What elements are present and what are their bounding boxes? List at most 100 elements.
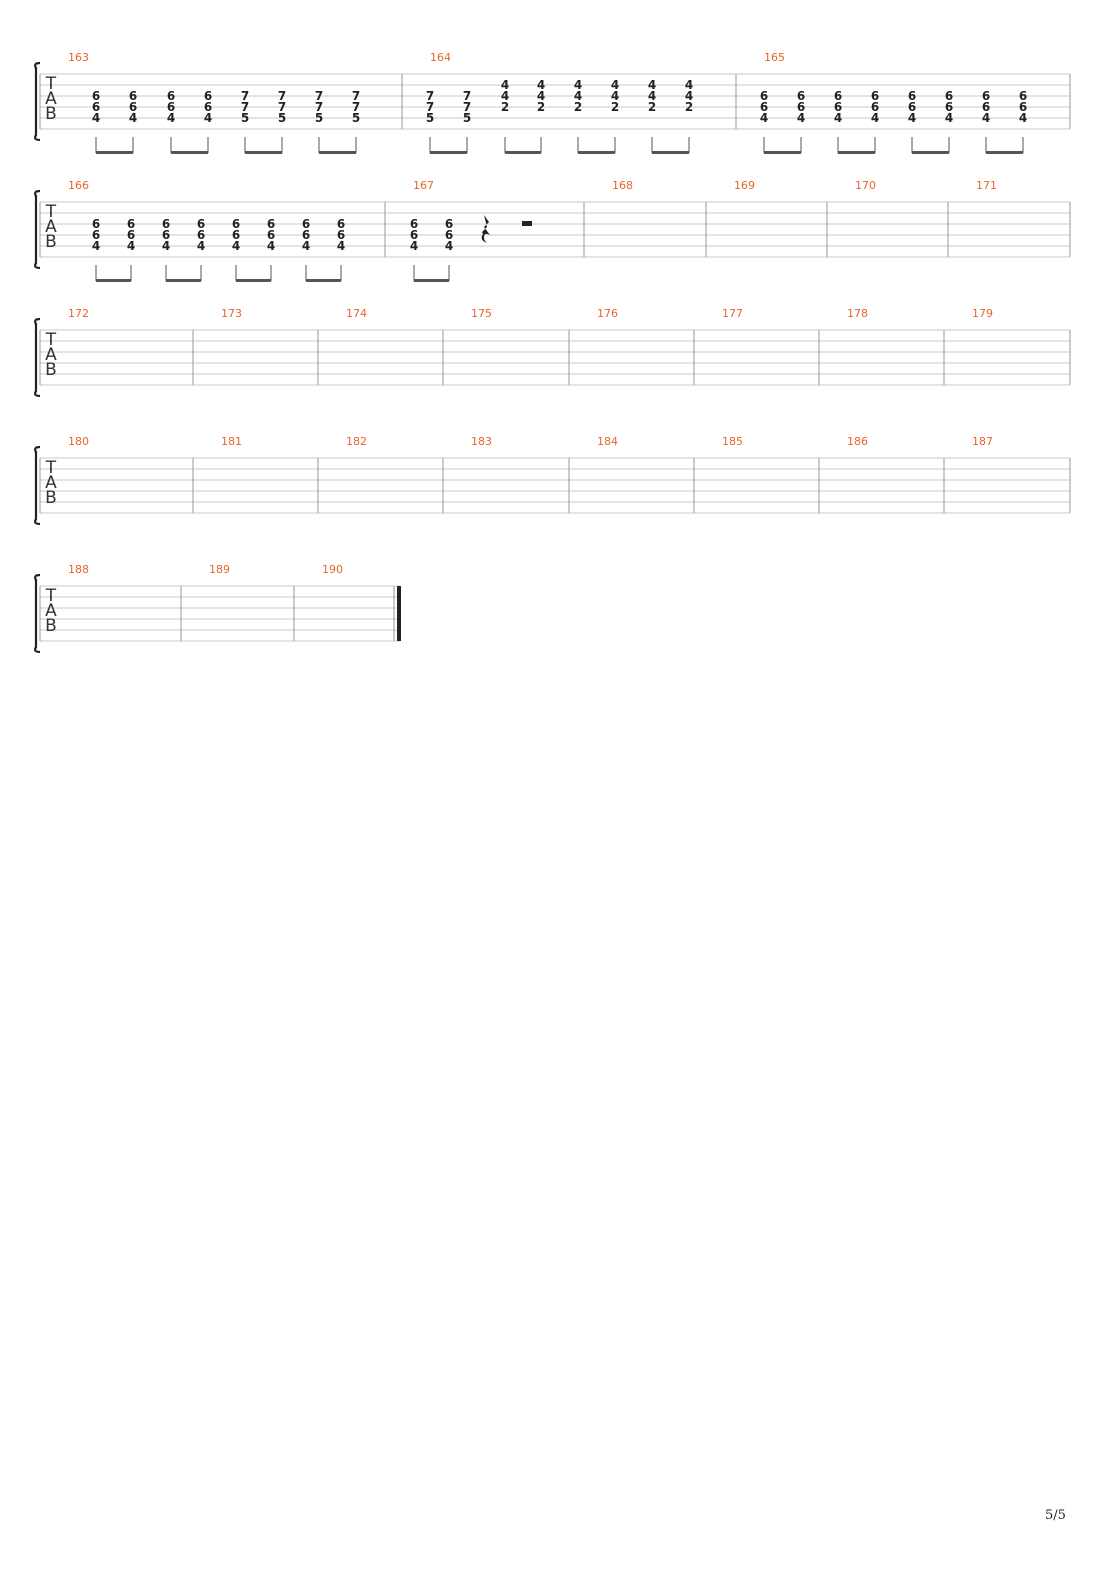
fret-number: 2 — [648, 100, 656, 114]
fret-number: 7 — [426, 89, 434, 103]
fret-number: 6 — [204, 89, 212, 103]
fret-number: 4 — [982, 111, 990, 125]
fret-number: 4 — [267, 239, 275, 253]
fret-number: 4 — [760, 111, 768, 125]
fret-number: 7 — [278, 89, 286, 103]
measure-number: 183 — [471, 435, 492, 448]
eighth-beam — [838, 151, 875, 154]
eighth-beam — [986, 151, 1023, 154]
fret-number: 5 — [463, 111, 471, 125]
fret-number: 6 — [129, 100, 137, 114]
tab-clef-letter: A — [45, 345, 57, 365]
fret-number: 6 — [204, 100, 212, 114]
eighth-beam — [236, 279, 271, 282]
fret-number: 4 — [501, 89, 509, 103]
fret-number: 4 — [685, 78, 693, 92]
fret-number: 7 — [426, 100, 434, 114]
fret-number: 7 — [463, 89, 471, 103]
fret-number: 2 — [611, 100, 619, 114]
fret-number: 4 — [648, 89, 656, 103]
fret-number: 4 — [162, 239, 170, 253]
system-bracket — [34, 61, 41, 142]
page-number: 5/5 — [1045, 1508, 1066, 1523]
fret-number: 4 — [797, 111, 805, 125]
measure-number: 179 — [972, 307, 993, 320]
system-bracket — [34, 189, 41, 270]
fret-number: 6 — [127, 228, 135, 242]
fret-number: 6 — [302, 217, 310, 231]
fret-number: 6 — [302, 228, 310, 242]
fret-number: 6 — [410, 228, 418, 242]
fret-number: 6 — [92, 89, 100, 103]
tab-clef-letter: T — [45, 202, 57, 222]
measure-number: 171 — [976, 179, 997, 192]
measure-number: 169 — [734, 179, 755, 192]
fret-number: 4 — [685, 89, 693, 103]
fret-number: 7 — [315, 100, 323, 114]
measure-number: 166 — [68, 179, 89, 192]
fret-number: 6 — [445, 217, 453, 231]
fret-number: 2 — [501, 100, 509, 114]
fret-number: 6 — [982, 100, 990, 114]
measure-number: 188 — [68, 563, 89, 576]
fret-number: 2 — [574, 100, 582, 114]
tab-clef-letter: B — [45, 232, 57, 252]
fret-number: 4 — [92, 239, 100, 253]
fret-number: 6 — [267, 228, 275, 242]
eighth-beam — [414, 279, 449, 282]
fret-number: 4 — [501, 78, 509, 92]
eighth-beam — [319, 151, 356, 154]
system-bracket — [34, 317, 41, 398]
eighth-beam — [578, 151, 615, 154]
eighth-beam — [652, 151, 689, 154]
measure-number: 176 — [597, 307, 618, 320]
measure-number: 177 — [722, 307, 743, 320]
measure-number: 172 — [68, 307, 89, 320]
fret-number: 4 — [574, 89, 582, 103]
tab-clef-letter: T — [45, 586, 57, 606]
fret-number: 7 — [352, 100, 360, 114]
fret-number: 4 — [537, 89, 545, 103]
system-bracket — [34, 573, 41, 654]
tab-clef-letter: A — [45, 473, 57, 493]
fret-number: 5 — [426, 111, 434, 125]
fret-number: 4 — [410, 239, 418, 253]
eighth-beam — [912, 151, 949, 154]
fret-number: 4 — [129, 111, 137, 125]
fret-number: 6 — [167, 89, 175, 103]
fret-number: 5 — [241, 111, 249, 125]
measure-number: 187 — [972, 435, 993, 448]
quarter-rest — [481, 215, 490, 243]
fret-number: 6 — [410, 217, 418, 231]
fret-number: 6 — [871, 100, 879, 114]
measure-number: 170 — [855, 179, 876, 192]
fret-number: 6 — [760, 89, 768, 103]
eighth-beam — [764, 151, 801, 154]
fret-number: 4 — [611, 78, 619, 92]
measure-number: 182 — [346, 435, 367, 448]
fret-number: 7 — [352, 89, 360, 103]
fret-number: 4 — [232, 239, 240, 253]
fret-number: 6 — [445, 228, 453, 242]
final-barline — [397, 586, 401, 641]
fret-number: 6 — [834, 89, 842, 103]
fret-number: 6 — [797, 89, 805, 103]
fret-number: 4 — [574, 78, 582, 92]
fret-number: 6 — [1019, 100, 1027, 114]
fret-number: 6 — [162, 228, 170, 242]
eighth-beam — [430, 151, 467, 154]
fret-number: 4 — [537, 78, 545, 92]
measure-number: 163 — [68, 51, 89, 64]
fret-number: 4 — [445, 239, 453, 253]
fret-number: 4 — [1019, 111, 1027, 125]
measure-number: 165 — [764, 51, 785, 64]
fret-number: 2 — [685, 100, 693, 114]
fret-number: 7 — [278, 100, 286, 114]
measure-number: 189 — [209, 563, 230, 576]
tab-clef-letter: B — [45, 616, 57, 636]
fret-number: 6 — [945, 89, 953, 103]
eighth-beam — [96, 279, 131, 282]
fret-number: 6 — [197, 217, 205, 231]
fret-number: 7 — [241, 100, 249, 114]
